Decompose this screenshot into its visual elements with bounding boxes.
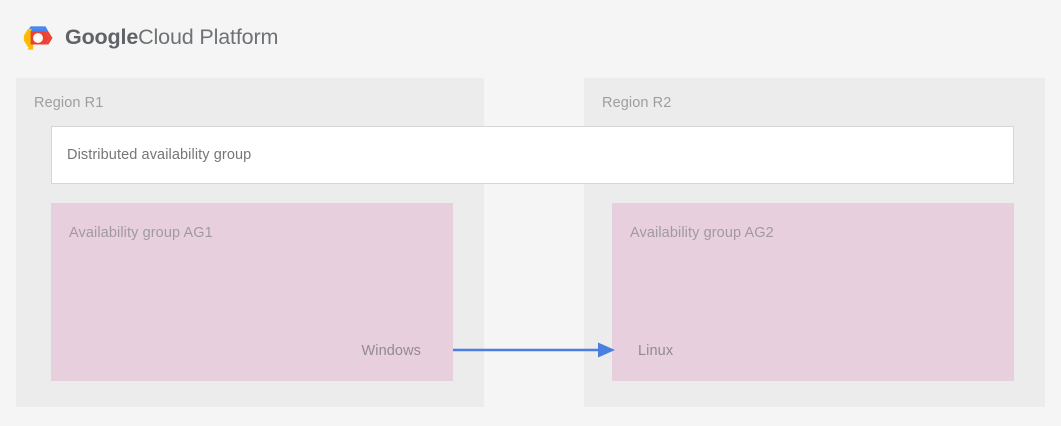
architecture-diagram: Region R1 Region R2 Distributed availabi…	[0, 66, 1061, 415]
region-label-r2: Region R2	[602, 95, 672, 111]
availability-group-title-ag2: Availability group AG2	[630, 225, 774, 241]
distributed-availability-group-band: Distributed availability group	[51, 126, 1014, 184]
distributed-availability-group-label: Distributed availability group	[67, 147, 252, 163]
availability-group-box-ag1: Availability group AG1 Windows	[51, 203, 453, 381]
brand-header: GoogleCloud Platform	[22, 18, 278, 58]
region-label-r1: Region R1	[34, 95, 104, 111]
availability-group-title-ag1: Availability group AG1	[69, 225, 213, 241]
google-cloud-platform-hexagon-logo-icon	[23, 26, 53, 50]
availability-group-box-ag2: Availability group AG2 Linux	[612, 203, 1014, 381]
brand-name-google: Google	[65, 25, 139, 50]
brand-name-cloud-platform: Cloud Platform	[138, 25, 279, 50]
brand-wordmark: GoogleCloud Platform	[65, 27, 278, 49]
replication-arrow-icon	[453, 342, 615, 358]
availability-group-os-ag2: Linux	[638, 343, 674, 359]
availability-group-os-ag1: Windows	[361, 343, 421, 359]
